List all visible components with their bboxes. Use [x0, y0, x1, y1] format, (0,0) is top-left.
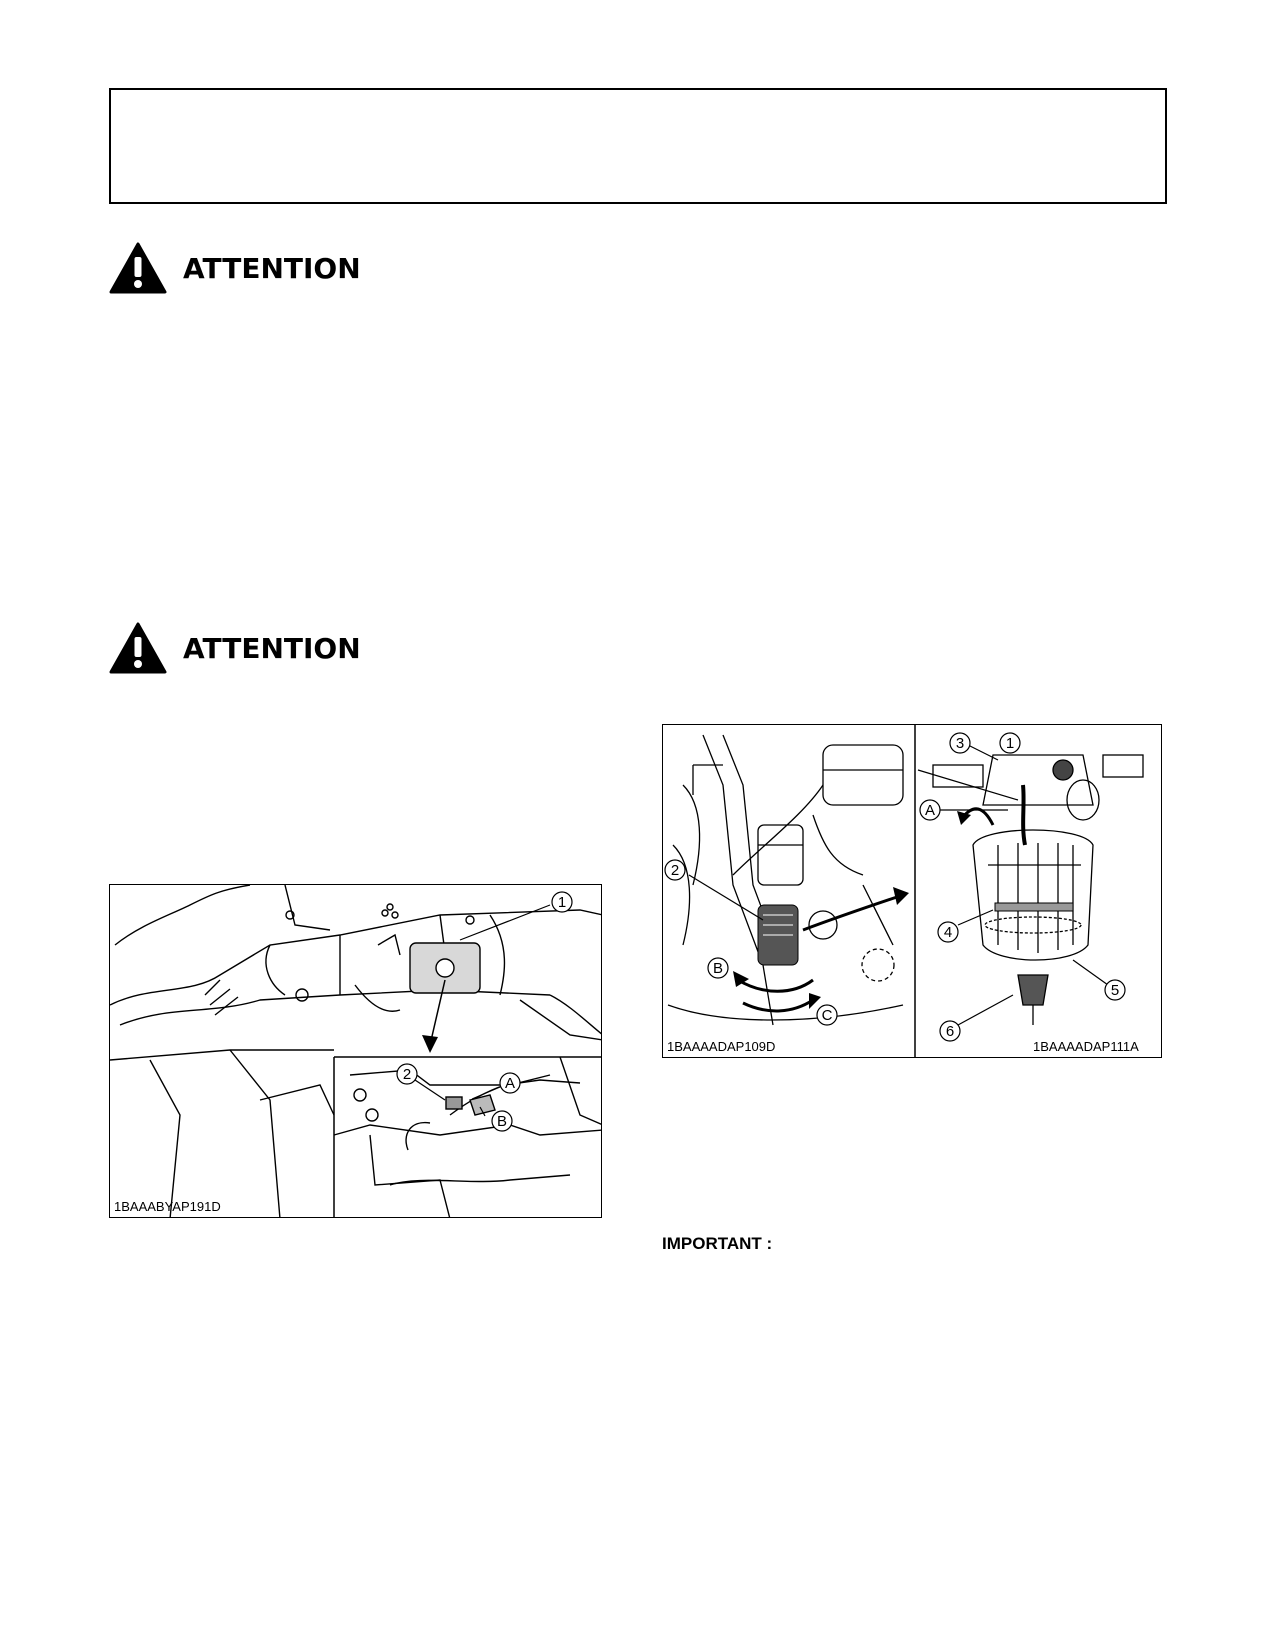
important-label: IMPORTANT : [662, 1234, 773, 1253]
header-box [109, 88, 1167, 204]
callout-B: B [497, 1113, 507, 1130]
attention-title-2: ATTENTION [183, 631, 361, 665]
callout-2: 2 [403, 1066, 411, 1083]
warning-triangle-icon [109, 242, 167, 294]
attention-title-1: ATTENTION [183, 251, 361, 285]
callout-1: 1 [1006, 735, 1014, 752]
figure-code-left: 1BAAABYAP191D [114, 1199, 221, 1214]
callout-2: 2 [671, 862, 679, 879]
callout-A: A [505, 1075, 515, 1092]
figure-code-right-b: 1BAAAADAP111A [1033, 1039, 1139, 1054]
callout-1: 1 [558, 894, 566, 911]
figure-fuel-tank-drain: 1 2 A B 1BAAABYAP191D [109, 884, 602, 1218]
callout-B: B [713, 960, 723, 977]
callout-C: C [822, 1007, 833, 1024]
attention-heading-2: ATTENTION [109, 622, 361, 674]
attention-heading-1: ATTENTION [109, 242, 361, 294]
callout-3: 3 [956, 735, 964, 752]
figure-fuel-filter: 2 B C 3 1 A 4 5 6 1BAAAADAP109D 1BAAAADA… [662, 724, 1162, 1058]
callout-5: 5 [1111, 982, 1119, 999]
warning-triangle-icon [109, 622, 167, 674]
callout-A: A [925, 802, 935, 819]
fuel-tank-drain-illustration: 1 2 A B [110, 885, 601, 1217]
figure-code-right-a: 1BAAAADAP109D [667, 1039, 776, 1054]
callout-6: 6 [946, 1023, 954, 1040]
fuel-filter-illustration: 2 B C 3 1 A 4 5 6 [664, 725, 1144, 1057]
callout-4: 4 [944, 924, 952, 941]
